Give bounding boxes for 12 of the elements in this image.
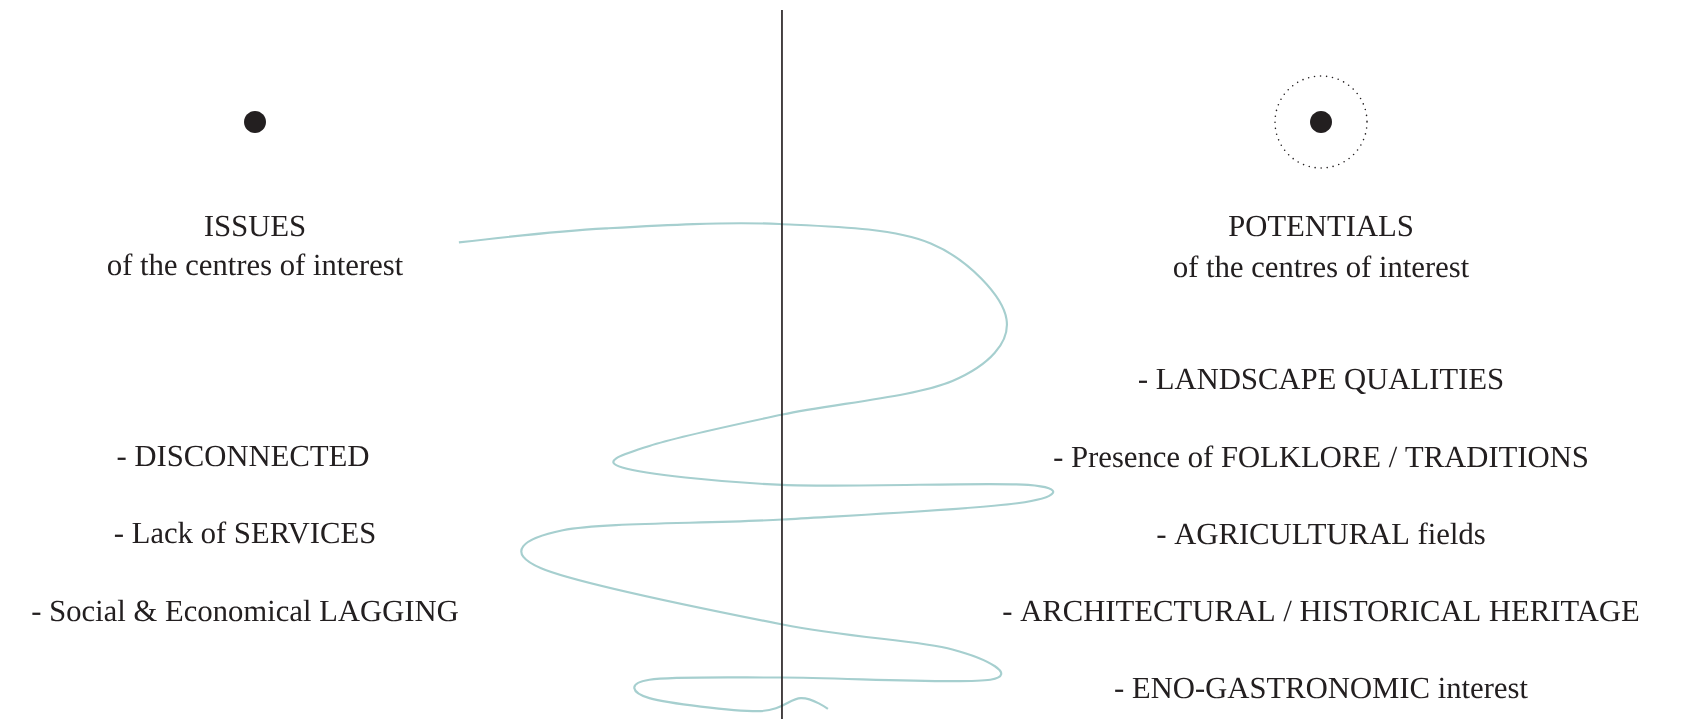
list-item: - Lack of SERVICES xyxy=(114,521,375,544)
subheading: of the centres of interest xyxy=(1174,255,1470,278)
list-item: - AGRICULTURAL fields xyxy=(1157,522,1485,545)
list-item: - Social & Economical LAGGING xyxy=(32,599,458,622)
list-item: - LANDSCAPE QUALITIES xyxy=(1139,368,1503,394)
heading: ISSUES xyxy=(205,215,305,237)
heading: POTENTIALS xyxy=(1229,215,1412,237)
list-item: - ARCHITECTURAL / HISTORICAL HERITAGE xyxy=(1003,600,1639,622)
list-item: - DISCONNECTED xyxy=(117,445,369,467)
list-item: - ENO-GASTRONOMIC interest xyxy=(1115,677,1528,699)
list-item: - Presence of FOLKLORE / TRADITIONS xyxy=(1054,445,1587,468)
subheading: of the centres of interest xyxy=(108,253,403,276)
